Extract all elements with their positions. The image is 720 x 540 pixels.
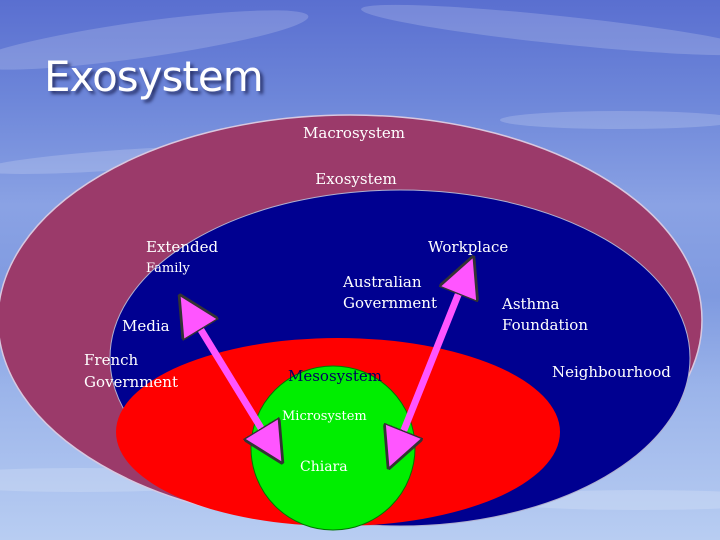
french-government-label: Government bbox=[84, 373, 178, 391]
australian-label: Australian bbox=[342, 273, 422, 291]
slide-title: Exosystem bbox=[44, 52, 264, 101]
macrosystem-label: Macrosystem bbox=[303, 124, 405, 142]
french-label: French bbox=[84, 351, 139, 369]
family-label: Family bbox=[146, 261, 191, 276]
workplace-label: Workplace bbox=[428, 238, 508, 256]
neighbourhood-label: Neighbourhood bbox=[552, 363, 671, 381]
chiara-label: Chiara bbox=[300, 459, 348, 475]
mesosystem-label: Mesosystem bbox=[288, 367, 382, 385]
exosystem-label: Exosystem bbox=[315, 170, 396, 188]
arrow-media-chiara bbox=[190, 312, 272, 446]
arrow-workplace-chiara bbox=[396, 275, 466, 450]
media-label: Media bbox=[122, 317, 170, 335]
extended-label: Extended bbox=[146, 238, 218, 256]
foundation-label: Foundation bbox=[502, 316, 588, 334]
microsystem-circle bbox=[250, 365, 416, 531]
australian-government-label: Government bbox=[343, 294, 437, 312]
asthma-label: Asthma bbox=[501, 295, 559, 313]
microsystem-label: Microsystem bbox=[282, 409, 367, 424]
